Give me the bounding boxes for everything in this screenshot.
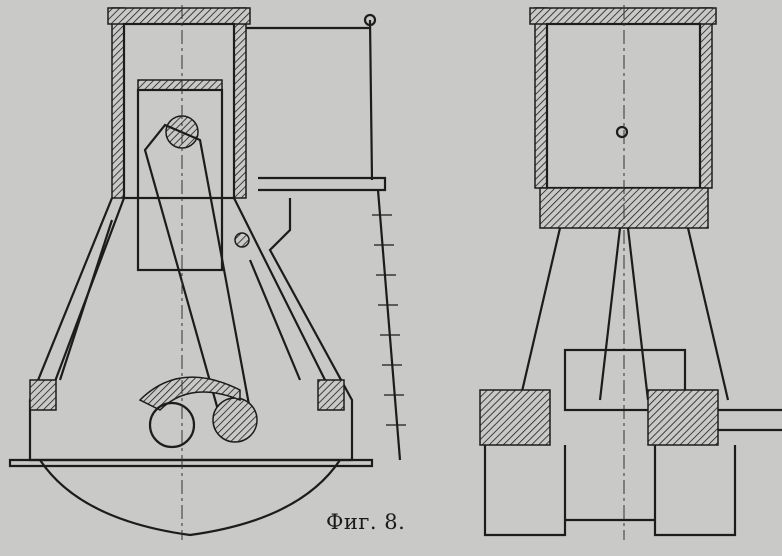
valve-gear-ladder [372,189,406,461]
figure-caption: Фиг. 8. [326,510,406,534]
front-section-view [479,5,782,540]
side-section-view [8,5,406,540]
